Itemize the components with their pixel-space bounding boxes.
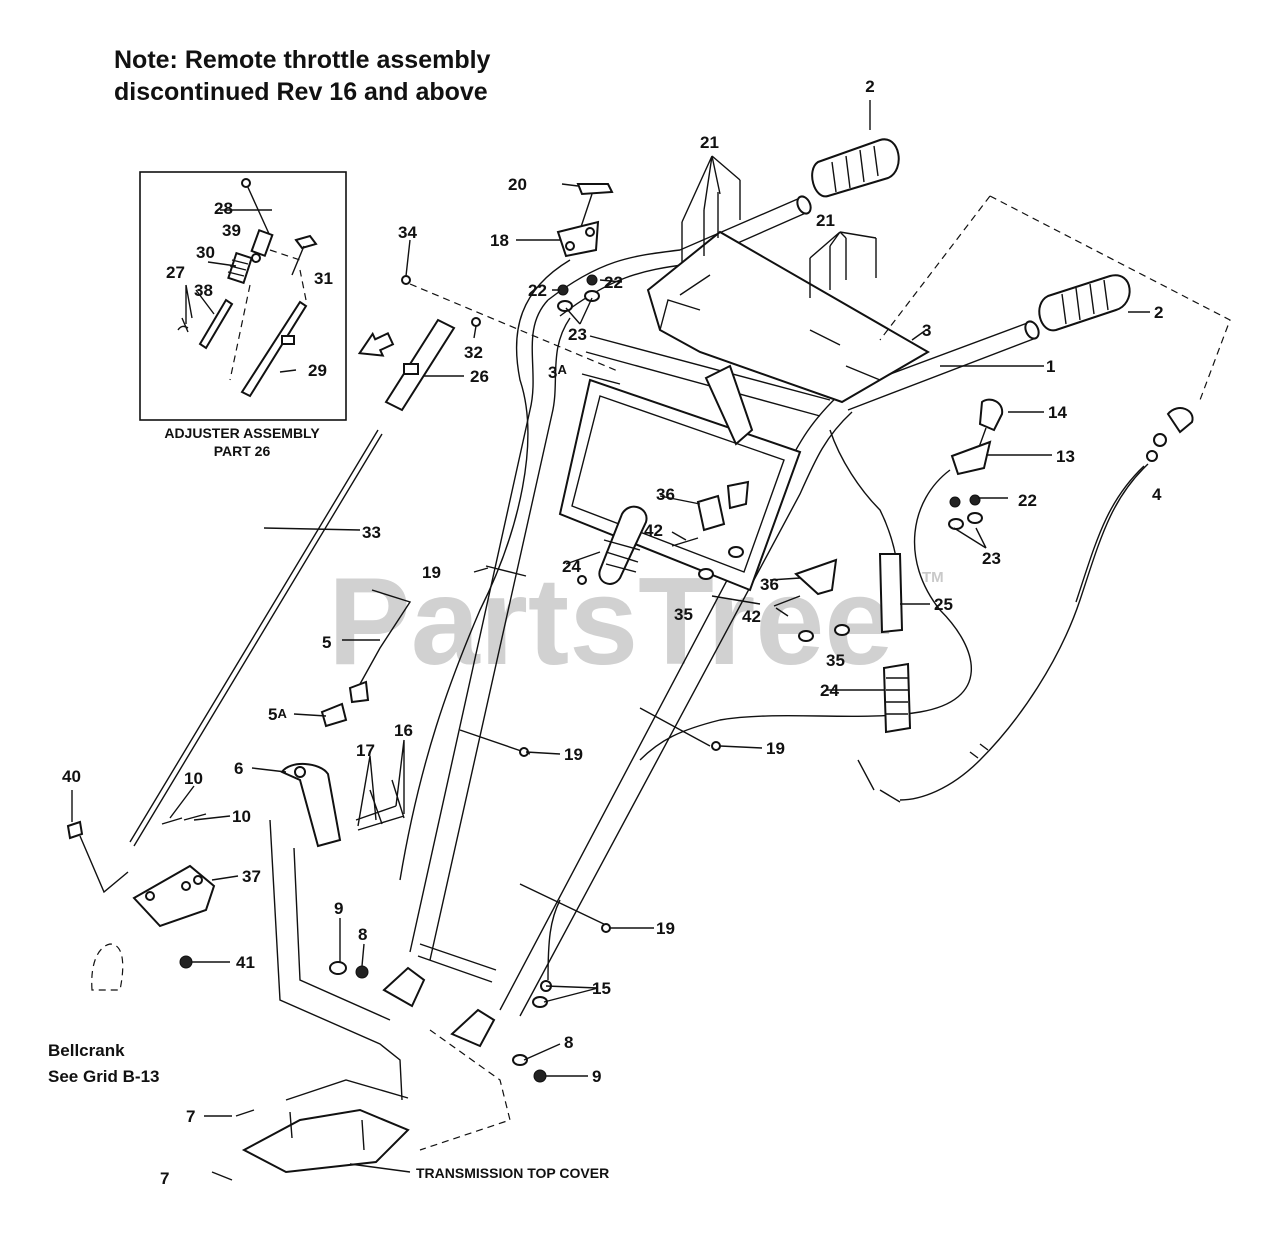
callout-19-a: 19 — [422, 563, 441, 582]
adjuster-inset: ADJUSTER ASSEMBLY PART 26 — [139, 171, 347, 459]
callout-41: 41 — [236, 953, 255, 972]
callout-8-left: 8 — [358, 925, 367, 944]
transmission-cover-caption: TRANSMISSION TOP COVER — [416, 1165, 609, 1181]
watermark-tm: TM — [922, 569, 944, 586]
callout-14: 14 — [1048, 403, 1067, 422]
callout-42-a: 42 — [644, 521, 663, 540]
callout-33: 33 — [362, 523, 381, 542]
callout-28: 28 — [214, 199, 233, 218]
callout-5a: 5A — [268, 705, 287, 724]
callout-15: 15 — [592, 979, 611, 998]
callout-19-b: 19 — [564, 745, 583, 764]
part-18-bracket — [556, 220, 600, 258]
inset-pointer-arrow — [357, 331, 395, 357]
callout-17: 17 — [356, 741, 375, 760]
callout-18: 18 — [490, 231, 509, 250]
watermark: PartsTree TM — [328, 553, 944, 691]
callout-8-right: 8 — [564, 1033, 573, 1052]
note-line-1: Note: Remote throttle assembly — [114, 46, 491, 74]
callout-3: 3 — [922, 321, 931, 340]
callout-38: 38 — [194, 281, 213, 300]
part-40-bolt — [66, 820, 84, 840]
callout-39: 39 — [222, 221, 241, 240]
callout-labels: 2 2 1 3 3A 4 5 5A 6 7 7 8 8 9 9 10 10 13… — [62, 77, 1163, 1188]
part-6-bracket — [280, 763, 342, 848]
callout-7-top: 7 — [186, 1107, 195, 1126]
callout-3a: 3A — [548, 362, 567, 382]
inset-caption-1: ADJUSTER ASSEMBLY — [164, 425, 320, 441]
part-25-grip — [878, 553, 904, 634]
callout-16: 16 — [394, 721, 413, 740]
callout-9-right: 9 — [592, 1067, 601, 1086]
callout-4: 4 — [1152, 485, 1162, 504]
part-20-knob — [576, 183, 614, 196]
callout-36-b: 36 — [760, 575, 779, 594]
callout-10-top: 10 — [184, 769, 203, 788]
part-2-grips — [811, 138, 1131, 332]
callout-42-b: 42 — [742, 607, 761, 626]
callout-20: 20 — [508, 175, 527, 194]
part-29-bracket — [240, 300, 308, 398]
callout-19-c: 19 — [766, 739, 785, 758]
callout-37: 37 — [242, 867, 261, 886]
part-13-bracket — [950, 440, 992, 476]
callout-9-left: 9 — [334, 899, 343, 918]
note-line-2: discontinued Rev 16 and above — [114, 78, 488, 106]
callout-36-a: 36 — [656, 485, 675, 504]
callout-7-bottom: 7 — [160, 1169, 169, 1188]
callout-25: 25 — [934, 595, 953, 614]
callout-26: 26 — [470, 367, 489, 386]
callout-19-d: 19 — [656, 919, 675, 938]
callout-5: 5 — [322, 633, 331, 652]
part-26-adjuster — [384, 318, 456, 412]
part-21-bolts — [681, 180, 877, 298]
callout-1: 1 — [1046, 357, 1055, 376]
callout-29: 29 — [308, 361, 327, 380]
callout-22-a: 22 — [528, 281, 547, 300]
part-4-cable — [857, 407, 1194, 803]
callout-35-a: 35 — [674, 605, 693, 624]
part-31-clip — [294, 234, 318, 250]
part-3-panel — [646, 230, 930, 404]
callout-23-a: 23 — [568, 325, 587, 344]
callout-31: 31 — [314, 269, 333, 288]
callout-24-a: 24 — [562, 557, 581, 576]
callout-34: 34 — [398, 223, 417, 242]
callout-21-a: 21 — [700, 133, 719, 152]
handlebar-frame — [382, 195, 1040, 1048]
callout-13: 13 — [1056, 447, 1075, 466]
callout-24-b: 24 — [820, 681, 839, 700]
callout-35-b: 35 — [826, 651, 845, 670]
callout-23-b: 23 — [982, 549, 1001, 568]
part-5a-clip — [320, 702, 348, 728]
part-14-knob — [978, 398, 1004, 432]
transmission-top-cover — [241, 1108, 410, 1174]
bellcrank-caption-2: See Grid B-13 — [48, 1067, 160, 1086]
callout-27: 27 — [166, 263, 185, 282]
leader-lines — [71, 100, 1150, 1173]
callout-10-right: 10 — [232, 807, 251, 826]
callout-2-top: 2 — [865, 77, 874, 96]
callout-2-right: 2 — [1154, 303, 1163, 322]
inset-caption-2: PART 26 — [214, 443, 271, 459]
part-24-grip-right — [882, 662, 912, 734]
bellcrank-caption-1: Bellcrank — [48, 1041, 125, 1060]
callout-40: 40 — [62, 767, 81, 786]
note-text: Note: Remote throttle assembly discontin… — [114, 44, 490, 108]
callout-22-b: 22 — [604, 273, 623, 292]
callout-6: 6 — [234, 759, 243, 778]
callout-30: 30 — [196, 243, 215, 262]
part-38-sleeve — [198, 298, 234, 350]
callout-21-b: 21 — [816, 211, 835, 230]
callout-22-c: 22 — [1018, 491, 1037, 510]
callout-32: 32 — [464, 343, 483, 362]
